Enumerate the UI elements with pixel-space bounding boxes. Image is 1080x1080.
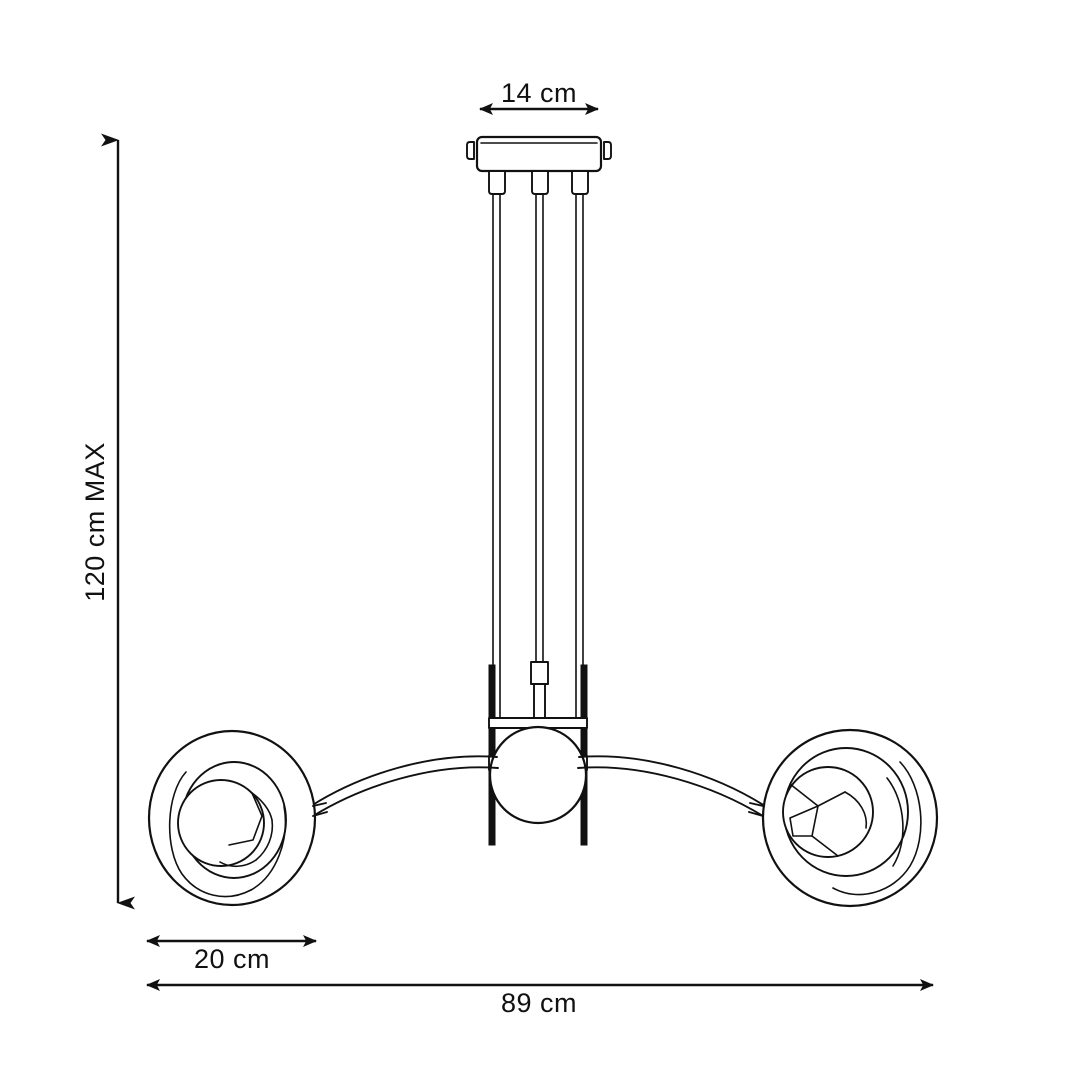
- cable-grip-left: [488, 170, 506, 195]
- right-bulb-sphere: [782, 766, 874, 858]
- left-shade-inner-back-edge: [168, 771, 252, 898]
- left-shade-inner-back-edge-2: [250, 805, 287, 891]
- arm-right-edge-bottom: [577, 766, 764, 817]
- dimension-89cm: 89 cm: [146, 979, 934, 1018]
- right-ring-shade: [748, 728, 939, 908]
- dimension-14cm: 14 cm: [479, 78, 599, 115]
- left-bulb-sphere: [177, 779, 265, 867]
- left-ring-shade: [147, 729, 328, 907]
- ceiling-canopy: [466, 135, 612, 173]
- canopy-left-tab: [466, 141, 475, 160]
- right-bulb-facet-outline: [789, 805, 819, 837]
- lamp-assembly: [147, 135, 939, 908]
- left-bulb-seam-a: [251, 792, 273, 821]
- center-sphere-joint: [488, 725, 588, 825]
- left-bulb-seam-b: [255, 819, 274, 861]
- cable-grip-center: [531, 170, 549, 195]
- suspension-cables: [492, 193, 584, 725]
- left-bulb-seam-c: [219, 859, 257, 868]
- cable-grips: [488, 170, 589, 195]
- canopy-plate: [475, 135, 603, 173]
- right-shade-arm-stub: [748, 802, 764, 817]
- arm-left-edge-bottom: [312, 766, 499, 817]
- dimension-20cm: 20 cm: [146, 935, 317, 974]
- canopy-right-tab: [603, 141, 612, 160]
- dimension-89cm-label: 89 cm: [501, 988, 577, 1018]
- right-bulb-seam-c: [844, 791, 868, 829]
- dimension-120cm-label: 120 cm MAX: [80, 442, 110, 602]
- right-shade-back-crescent: [832, 761, 922, 896]
- right-shade-back-crescent-2: [886, 777, 904, 867]
- left-shade-arm-stub: [312, 802, 328, 817]
- curved-arms: [310, 755, 766, 817]
- arm-right-edge-top: [578, 755, 766, 807]
- connector-sleeve: [530, 661, 549, 685]
- left-bulb-facet-outline: [228, 792, 263, 846]
- arm-left-edge-top: [310, 755, 498, 807]
- dimension-14cm-label: 14 cm: [501, 78, 577, 108]
- dimension-120cm-max: 120 cm MAX: [80, 133, 135, 910]
- dimension-20cm-label: 20 cm: [194, 944, 270, 974]
- center-sphere: [488, 725, 588, 825]
- cable-grip-right: [571, 170, 589, 195]
